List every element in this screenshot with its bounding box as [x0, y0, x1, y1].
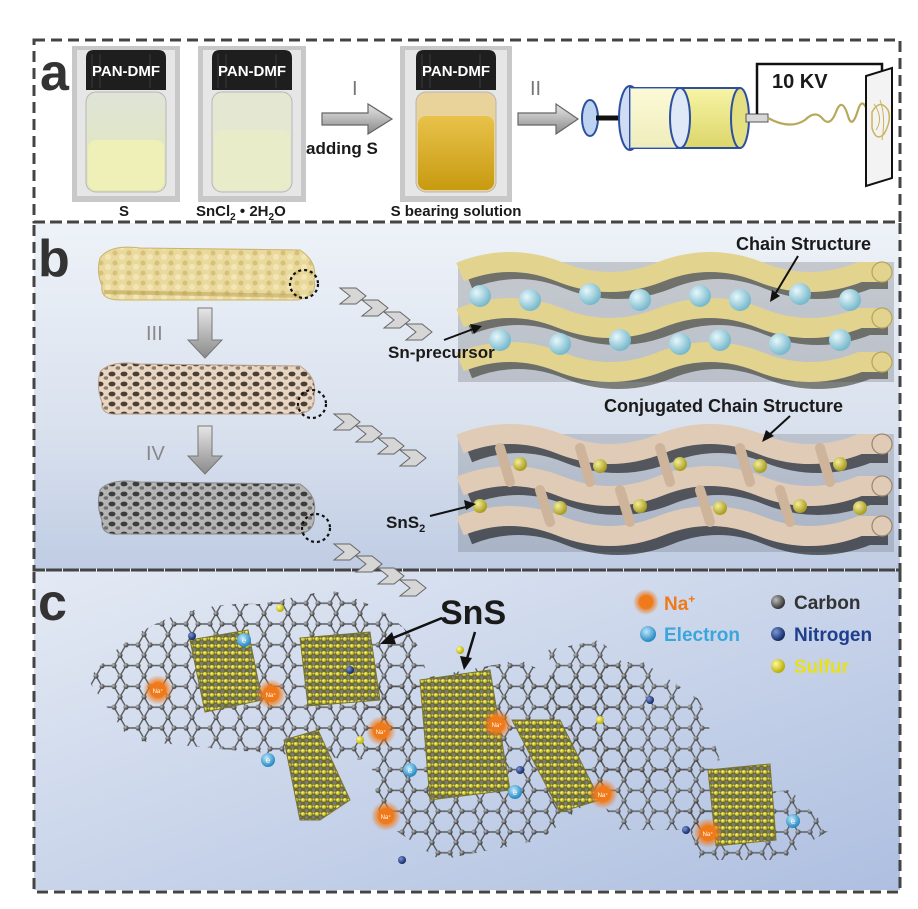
sns-label: SnS: [440, 594, 506, 632]
electron-legend-label: Electron: [664, 625, 740, 646]
fiber-pan-sncl: [97, 362, 316, 415]
s-bearing-label: S bearing solution: [391, 203, 522, 220]
svg-text:Na⁺: Na⁺: [598, 792, 609, 799]
svg-text:e: e: [242, 636, 247, 645]
vial-cap-label: PAN-DMF: [218, 63, 286, 80]
fiber-pan-s: [97, 246, 316, 301]
electrospinning-setup-icon: [581, 62, 893, 188]
svg-text:Na⁺: Na⁺: [703, 831, 714, 838]
svg-text:Na⁺: Na⁺: [381, 814, 392, 821]
fiber-carbon-sns: [97, 480, 316, 535]
vial-sncl2-label: SnCl2 • 2H2O: [196, 203, 286, 223]
panel-a-letter: a: [40, 44, 70, 102]
svg-text:Na⁺: Na⁺: [153, 688, 164, 695]
svg-text:e: e: [513, 788, 518, 797]
svg-text:Na⁺: Na⁺: [376, 729, 387, 736]
panel-b-letter: b: [38, 230, 70, 288]
pointer-arrow: [387, 616, 443, 642]
electron-legend-icon: [640, 626, 656, 642]
vial-s-bearing: PAN-DMF: [400, 46, 512, 202]
chain-structure-diagram: [456, 252, 894, 389]
voltage-label: 10 KV: [772, 71, 828, 93]
vial-s: PAN-DMF: [72, 46, 180, 202]
svg-text:e: e: [266, 756, 271, 765]
pointer-arrow: [767, 415, 791, 437]
vial-s-label: S: [119, 203, 129, 220]
arrow-down-icon: [186, 425, 224, 475]
sns2-label: SnS2: [386, 513, 425, 535]
sulfur-legend-icon: [771, 659, 785, 673]
pointer-arrow: [429, 505, 471, 517]
chevron-arrows-icon: [332, 413, 427, 467]
step-iv-label: IV: [146, 443, 166, 465]
carbon-legend-label: Carbon: [794, 593, 861, 614]
sn-precursor-label: Sn-precursor: [388, 343, 495, 362]
legend: Na+ Electron Carbon Nitrogen Sulfur: [633, 589, 872, 678]
carbon-legend-icon: [771, 595, 785, 609]
conjugated-chain-label: Conjugated Chain Structure: [604, 396, 843, 416]
zoom-circle: [300, 512, 332, 544]
svg-text:e: e: [408, 766, 413, 775]
adding-s-label: adding S: [306, 139, 378, 158]
svg-text:Na⁺: Na⁺: [266, 692, 277, 699]
conjugated-chain-diagram: [456, 424, 894, 555]
arrow-right-icon: [517, 102, 580, 136]
chain-structure-label: Chain Structure: [736, 234, 871, 254]
chevron-arrows-icon: [332, 543, 427, 597]
panel-b-frame: [32, 220, 902, 572]
na-legend-label: Na+: [664, 592, 695, 615]
sodium-ions: Na⁺ Na⁺ Na⁺ Na⁺ Na⁺ Na⁺ Na⁺: [143, 675, 723, 848]
nitrogen-legend-label: Nitrogen: [794, 625, 872, 646]
pointer-arrow: [464, 631, 477, 663]
pointer-arrow: [443, 327, 477, 341]
sns-crystals: [189, 629, 777, 847]
heteroatoms: [188, 604, 690, 864]
panel-c-letter: c: [38, 574, 67, 632]
step-i-label: I: [352, 78, 358, 100]
vial-cap-label: PAN-DMF: [422, 63, 490, 80]
step-ii-label: II: [530, 78, 541, 100]
chevron-arrows-icon: [338, 287, 433, 341]
nitrogen-legend-icon: [771, 627, 785, 641]
electrons: e e e e e: [237, 633, 800, 828]
svg-text:e: e: [791, 817, 796, 826]
sulfur-legend-label: Sulfur: [794, 657, 849, 678]
panel-c-frame: [32, 568, 902, 894]
pointer-arrow: [773, 255, 799, 297]
zoom-circle: [288, 268, 320, 300]
step-iii-label: III: [146, 323, 163, 345]
vial-sncl2: PAN-DMF: [198, 46, 306, 202]
svg-text:Na⁺: Na⁺: [492, 722, 503, 729]
zoom-circle: [296, 388, 328, 420]
arrow-down-icon: [186, 307, 224, 359]
arrow-right-icon: [321, 102, 394, 136]
vial-cap-label: PAN-DMF: [92, 63, 160, 80]
